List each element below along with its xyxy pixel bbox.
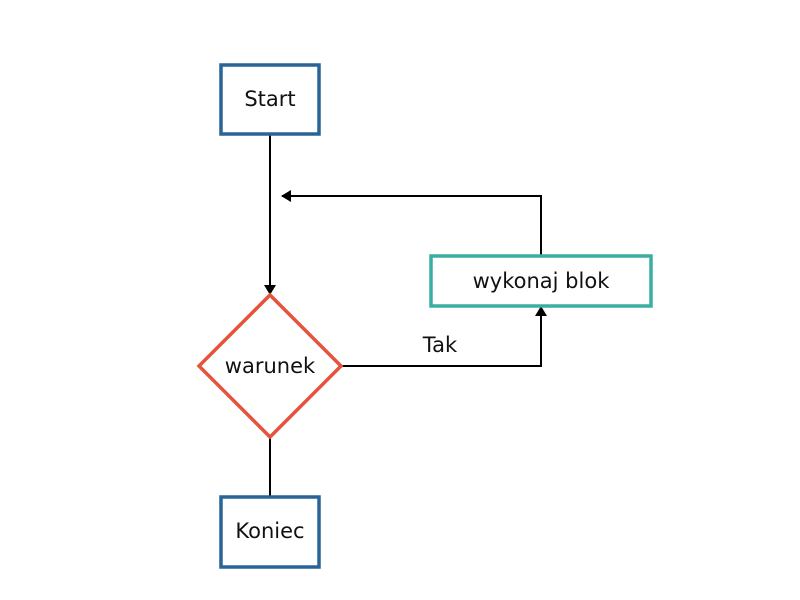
- edge-action-loop-back: [281, 190, 542, 256]
- edge-label-yes: Tak: [422, 333, 458, 357]
- edge-condition-to-action: [341, 306, 547, 367]
- node-condition[interactable]: warunek: [196, 292, 344, 440]
- node-action[interactable]: wykonaj blok: [429, 254, 653, 308]
- node-start[interactable]: Start: [219, 63, 321, 136]
- node-action-label: wykonaj blok: [473, 269, 611, 293]
- node-action-box: [429, 254, 653, 308]
- node-start-label: Start: [244, 87, 295, 111]
- node-end-box: [219, 495, 321, 569]
- node-condition-diamond: [196, 292, 344, 440]
- node-start-box: [219, 63, 321, 136]
- node-condition-label: warunek: [225, 354, 316, 378]
- node-end-label: Koniec: [235, 519, 304, 543]
- node-end[interactable]: Koniec: [219, 495, 321, 569]
